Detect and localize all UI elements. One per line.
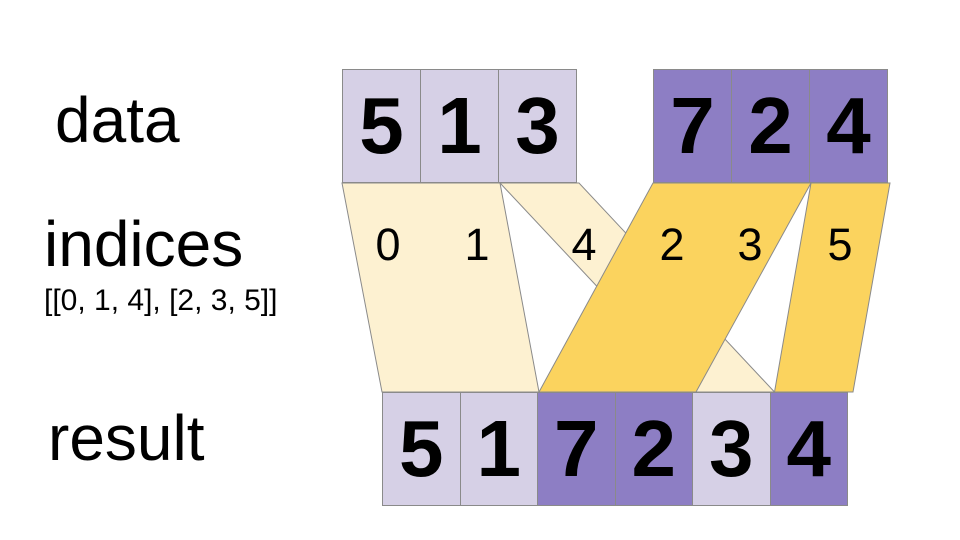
indices-value: [[0, 1, 4], [2, 3, 5]] [44, 284, 278, 317]
index-label-4: 4 [571, 219, 596, 270]
index-label-1: 1 [464, 219, 489, 270]
index-label-0: 0 [375, 219, 400, 270]
data-label: data [55, 84, 180, 156]
data-cell: 1 [420, 69, 499, 183]
result-cell: 3 [692, 392, 771, 506]
ribbon-indices-0-1 [341, 182, 540, 393]
data-cell: 4 [809, 69, 888, 183]
data-array-2: 7 2 4 [653, 69, 888, 183]
result-cell: 5 [382, 392, 461, 506]
index-label-2: 2 [659, 219, 684, 270]
data-array-1: 5 1 3 [342, 69, 577, 183]
ribbon-index-5 [773, 182, 891, 393]
data-cell: 5 [342, 69, 421, 183]
index-label-5: 5 [827, 219, 852, 270]
result-label: result [48, 402, 205, 474]
result-row: 5 1 7 2 3 4 [382, 392, 848, 506]
result-cell: 2 [614, 392, 693, 506]
indices-label: indices [44, 208, 244, 280]
data-cell: 2 [731, 69, 810, 183]
result-cell: 1 [459, 392, 538, 506]
data-cell: 7 [653, 69, 732, 183]
result-cell: 7 [537, 392, 616, 506]
result-cell: 4 [769, 392, 848, 506]
index-label-3: 3 [737, 219, 762, 270]
data-cell: 3 [498, 69, 577, 183]
